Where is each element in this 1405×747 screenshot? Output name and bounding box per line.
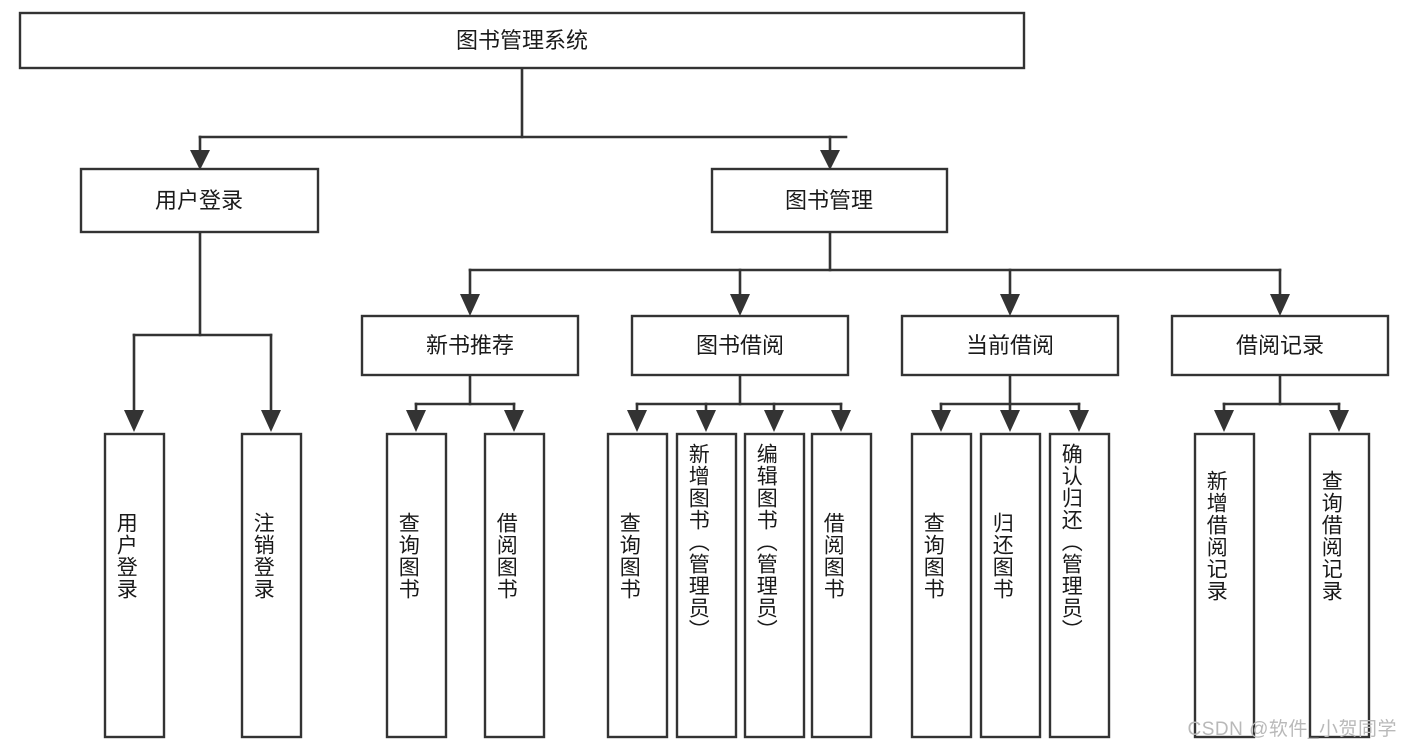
leaf-box-query-record[interactable]: [1308, 432, 1371, 739]
connector-userlogin-to-leaves: [124, 230, 281, 432]
leaf-box-query-book-1[interactable]: [385, 432, 448, 739]
node-new-book-rec-label: 新书推荐: [426, 333, 514, 358]
node-current-borrow[interactable]: 当前借阅: [900, 314, 1120, 377]
node-borrow-record-label: 借阅记录: [1236, 333, 1324, 358]
node-borrow-record[interactable]: 借阅记录: [1170, 314, 1390, 377]
node-new-book-rec[interactable]: 新书推荐: [360, 314, 580, 377]
leaf-box-query-book-2[interactable]: [606, 432, 669, 739]
connector-bookborrow-to-leaves: [627, 373, 851, 432]
node-user-login[interactable]: 用户登录: [79, 167, 320, 234]
leaf-box-confirm-return[interactable]: [1048, 432, 1111, 739]
node-book-manage[interactable]: 图书管理: [710, 167, 949, 234]
node-book-borrow-label: 图书借阅: [696, 333, 784, 358]
node-current-borrow-label: 当前借阅: [966, 333, 1054, 358]
node-user-login-label: 用户登录: [155, 188, 243, 213]
leaf-box-add-record[interactable]: [1193, 432, 1256, 739]
node-root[interactable]: 图书管理系统: [18, 11, 1026, 70]
csdn-watermark: CSDN @软件_小贺同学: [1187, 719, 1397, 740]
leaf-box-borrow-book-1[interactable]: [483, 432, 546, 739]
connector-bookmanage-to-level2: [460, 230, 1290, 316]
connector-root-to-level1: [190, 66, 848, 170]
leaf-box-edit-book[interactable]: [743, 432, 806, 739]
leaf-box-query-book-3[interactable]: [910, 432, 973, 739]
node-root-label: 图书管理系统: [456, 28, 588, 53]
connector-borrowrecord-to-leaves: [1214, 373, 1349, 432]
connector-currentborrow-to-leaves: [931, 373, 1089, 432]
leaf-box-add-book[interactable]: [675, 432, 738, 739]
node-book-manage-label: 图书管理: [785, 188, 873, 213]
leaf-box-borrow-book-2[interactable]: [810, 432, 873, 739]
leaf-box-user-logout[interactable]: [240, 432, 303, 739]
leaf-box-user-login[interactable]: [103, 432, 166, 739]
leaf-box-return-book[interactable]: [979, 432, 1042, 739]
connector-newbook-to-leaves: [406, 373, 524, 432]
node-book-borrow[interactable]: 图书借阅: [630, 314, 850, 377]
